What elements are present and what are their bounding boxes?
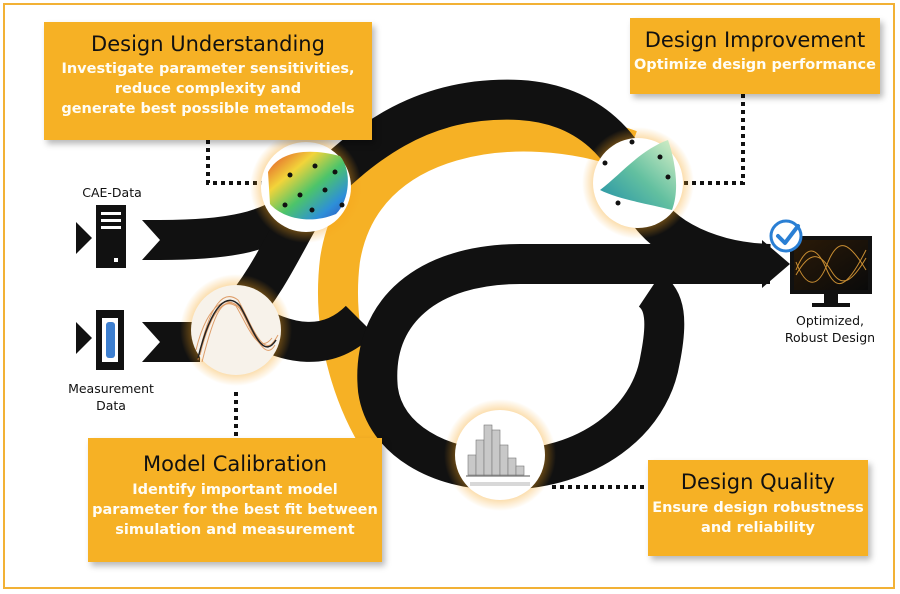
design-understanding-title: Design Understanding <box>91 32 325 56</box>
server-icon <box>96 205 126 268</box>
cae-marker-triangle <box>76 222 92 254</box>
cae-data-arrow <box>142 220 178 260</box>
yellow-track <box>318 111 637 452</box>
dotted-connectors <box>206 94 745 489</box>
design-quality-desc: Ensure design robustness and reliability <box>652 500 864 536</box>
box-design-improvement: Design Improvement Optimize design perfo… <box>630 18 880 94</box>
node-design-quality <box>444 399 556 511</box>
output-arrow-head <box>762 240 790 288</box>
node-design-understanding <box>250 131 362 243</box>
model-calibration-desc: Identify important model parameter for t… <box>92 482 378 538</box>
box-model-calibration: Model Calibration Identify important mod… <box>88 438 382 562</box>
checkmark-icon <box>769 219 803 253</box>
node-model-calibration <box>180 274 292 386</box>
measurement-marker-triangle <box>76 322 92 354</box>
cae-data-label: CAE-Data <box>82 185 142 200</box>
design-quality-title: Design Quality <box>680 470 836 494</box>
node-design-improvement <box>582 127 694 239</box>
design-understanding-desc: Investigate parameter sensitivities, red… <box>61 61 355 117</box>
box-design-understanding: Design Understanding Investigate paramet… <box>44 22 372 140</box>
design-improvement-desc: Optimize design performance <box>633 57 876 73</box>
measurement-arrow <box>142 322 178 362</box>
diagram-frame <box>3 3 895 589</box>
output-label: Optimized, Robust Design <box>784 313 876 345</box>
design-improvement-title: Design Improvement <box>644 28 866 52</box>
measurement-data-label: Measurement Data <box>68 381 154 413</box>
measurement-sensor-icon <box>96 310 124 370</box>
box-design-quality: Design Quality Ensure design robustness … <box>648 460 868 556</box>
monitor-icon <box>790 236 872 307</box>
model-calibration-title: Model Calibration <box>143 452 327 476</box>
